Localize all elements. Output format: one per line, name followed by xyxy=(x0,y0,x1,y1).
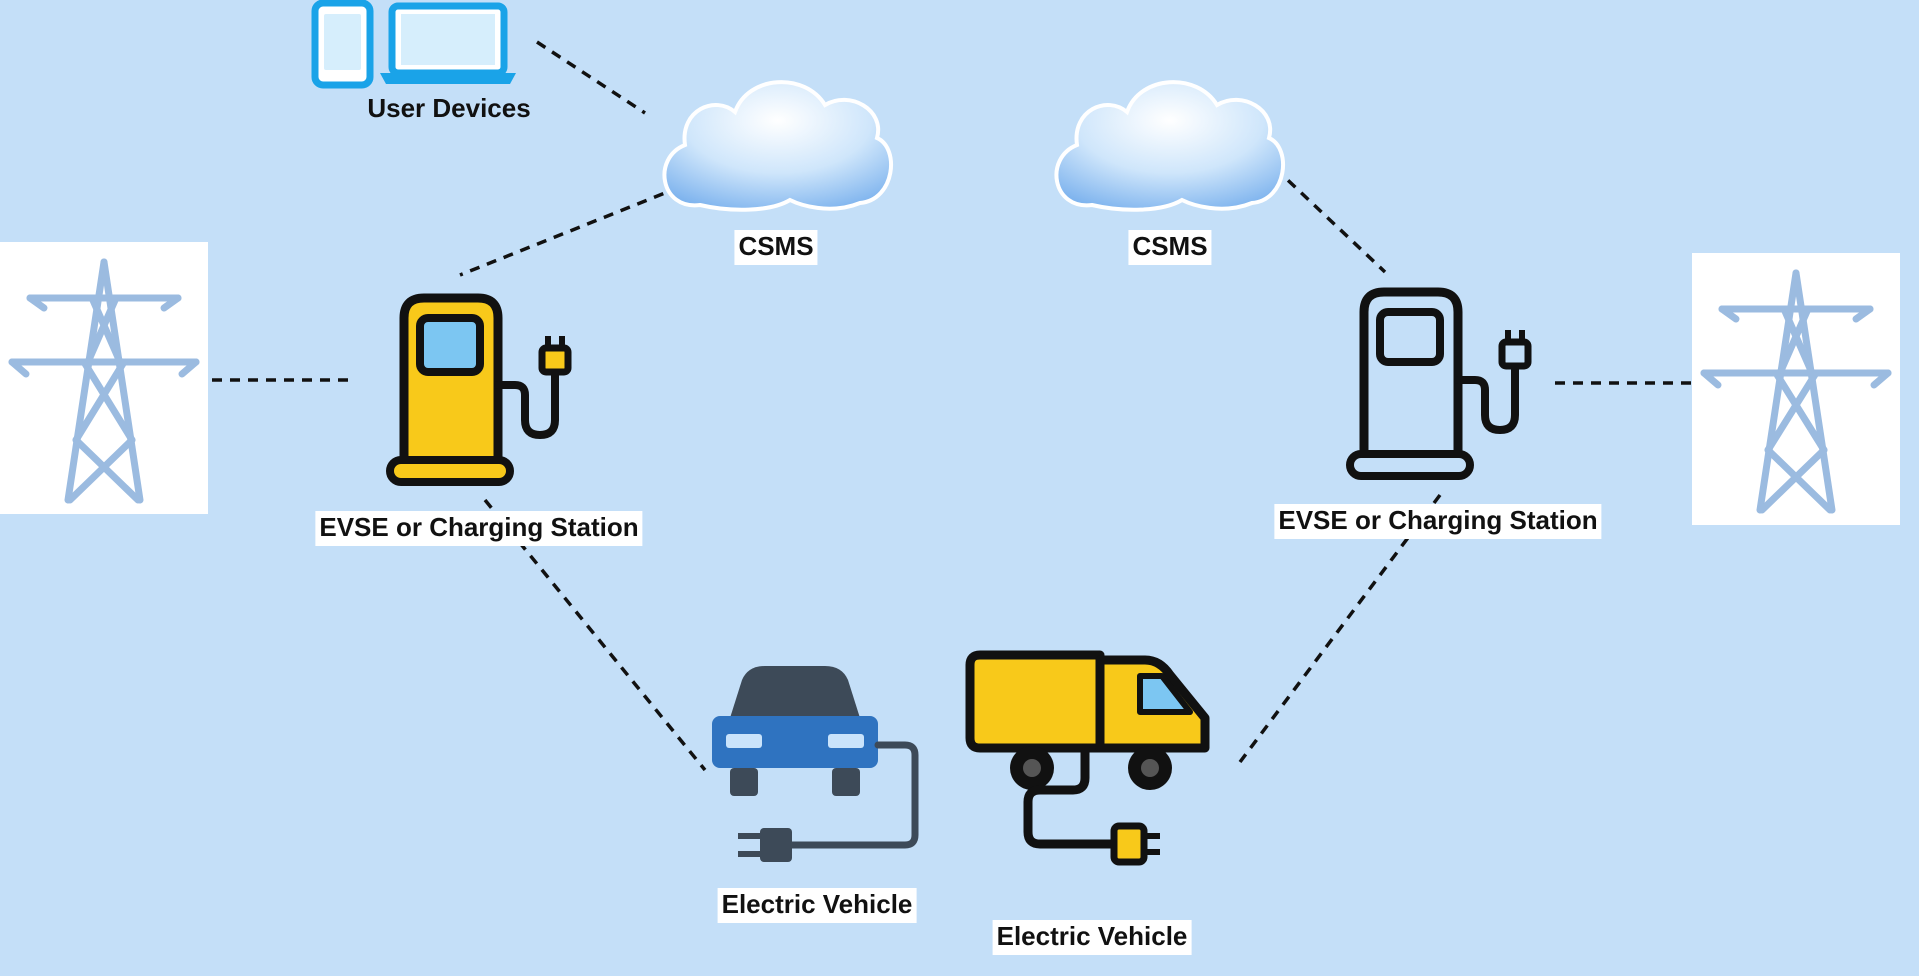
charging-station-icon xyxy=(1346,287,1532,480)
cloud-icon xyxy=(1054,80,1285,212)
connection-line xyxy=(459,185,681,277)
csms-label: CSMS xyxy=(734,230,818,265)
electric-car-icon xyxy=(712,666,919,862)
cloud-icon xyxy=(662,80,893,212)
user-devices-label: User Devices xyxy=(367,93,531,123)
power-tower-icon xyxy=(0,242,208,514)
electric-truck-icon xyxy=(965,650,1210,866)
connection-line xyxy=(1273,166,1387,274)
user-devices-icon xyxy=(311,0,516,89)
charging-station-label: EVSE or Charging Station xyxy=(315,511,643,546)
csms-label: CSMS xyxy=(1128,230,1212,265)
electric-vehicle-label: Electric Vehicle xyxy=(992,920,1192,955)
charging-station-label: EVSE or Charging Station xyxy=(1274,504,1602,539)
electric-vehicle-label: Electric Vehicle xyxy=(717,888,917,923)
connection-line xyxy=(536,40,646,115)
charging-station-icon xyxy=(386,293,572,486)
power-tower-icon xyxy=(1692,253,1900,525)
connection-line xyxy=(1238,493,1442,764)
